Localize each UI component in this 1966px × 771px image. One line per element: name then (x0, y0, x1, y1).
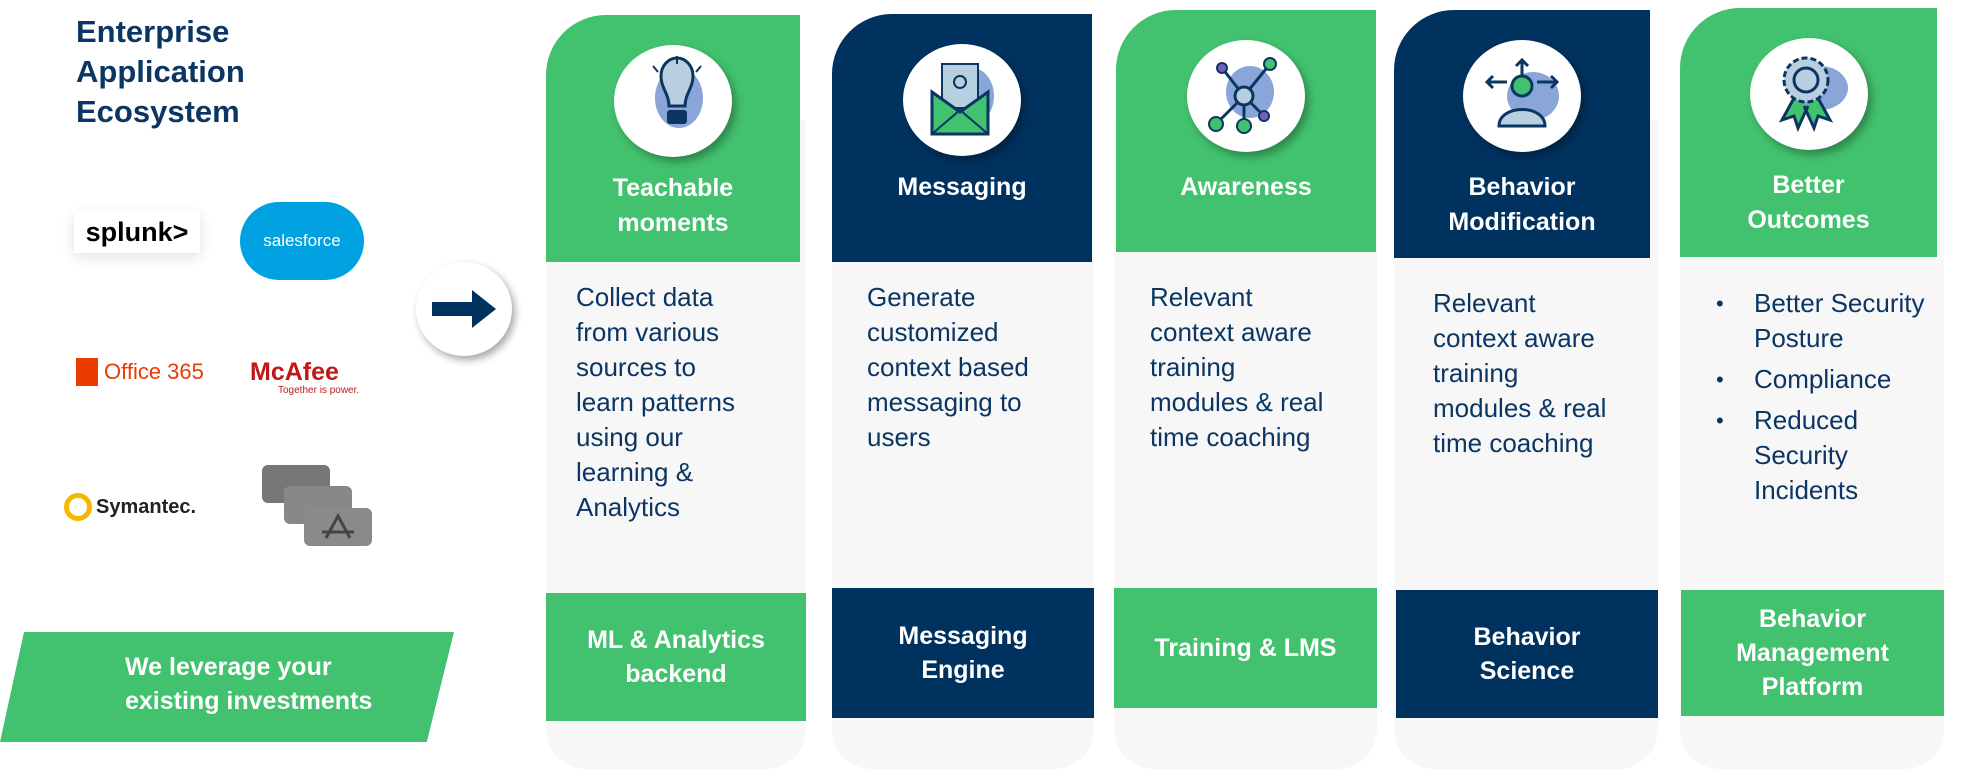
mcafee-tagline: Together is power. (278, 384, 360, 396)
column-title: Messaging (897, 173, 1027, 201)
column-description: Collect data from various sources to lea… (576, 282, 735, 522)
column-footer: Behavior Management Platform (1681, 590, 1944, 716)
column-description: Relevant context aware training modules … (1433, 288, 1607, 458)
salesforce-logo: salesforce (240, 202, 364, 280)
app-folders-icon (262, 460, 374, 550)
mcafee-label: McAfee (250, 357, 339, 386)
column-description: Generate customized context based messag… (867, 282, 1029, 452)
column-footer: Behavior Science (1396, 590, 1658, 718)
office365-logo: Office 365 (76, 352, 234, 392)
person-arrows-icon (1463, 40, 1581, 152)
page-title: Enterprise Application Ecosystem (76, 14, 245, 129)
column-header: Teachable moments (546, 15, 800, 262)
office-label: Office 365 (104, 359, 204, 384)
envelope-icon (903, 44, 1021, 156)
list-item: Compliance (1716, 362, 1944, 397)
splunk-logo: splunk> (74, 211, 200, 253)
column-footer: Training & LMS (1114, 588, 1377, 708)
column-header: Messaging (832, 14, 1092, 262)
leverage-banner: We leverage your existing investments (0, 632, 454, 742)
list-item: Better Security Posture (1716, 286, 1944, 356)
flow-arrow (416, 262, 512, 356)
column-description: Relevant context aware training modules … (1150, 282, 1324, 452)
arrow-right-icon (432, 290, 496, 328)
column-header: Behavior Modification (1394, 10, 1650, 258)
column-header: Awareness (1116, 10, 1376, 252)
column-footer: ML & Analytics backend (546, 593, 806, 721)
column-title: Awareness (1180, 173, 1312, 201)
column-footer: Messaging Engine (832, 588, 1094, 718)
column-title: Better Outcomes (1747, 171, 1870, 234)
office-icon (76, 358, 98, 386)
symantec-label: Symantec. (96, 495, 197, 518)
column-title: Teachable moments (612, 174, 734, 237)
network-icon (1187, 40, 1305, 152)
checkmark-icon (64, 493, 92, 521)
column-title: Behavior Modification (1448, 173, 1596, 236)
symantec-logo: Symantec. (64, 485, 214, 529)
outcomes-list: Better Security Posture Compliance Reduc… (1716, 286, 1944, 514)
lightbulb-icon (614, 45, 732, 157)
award-icon (1749, 38, 1868, 150)
column-header: Better Outcomes (1680, 8, 1937, 257)
list-item: Reduced Security Incidents (1716, 403, 1944, 508)
